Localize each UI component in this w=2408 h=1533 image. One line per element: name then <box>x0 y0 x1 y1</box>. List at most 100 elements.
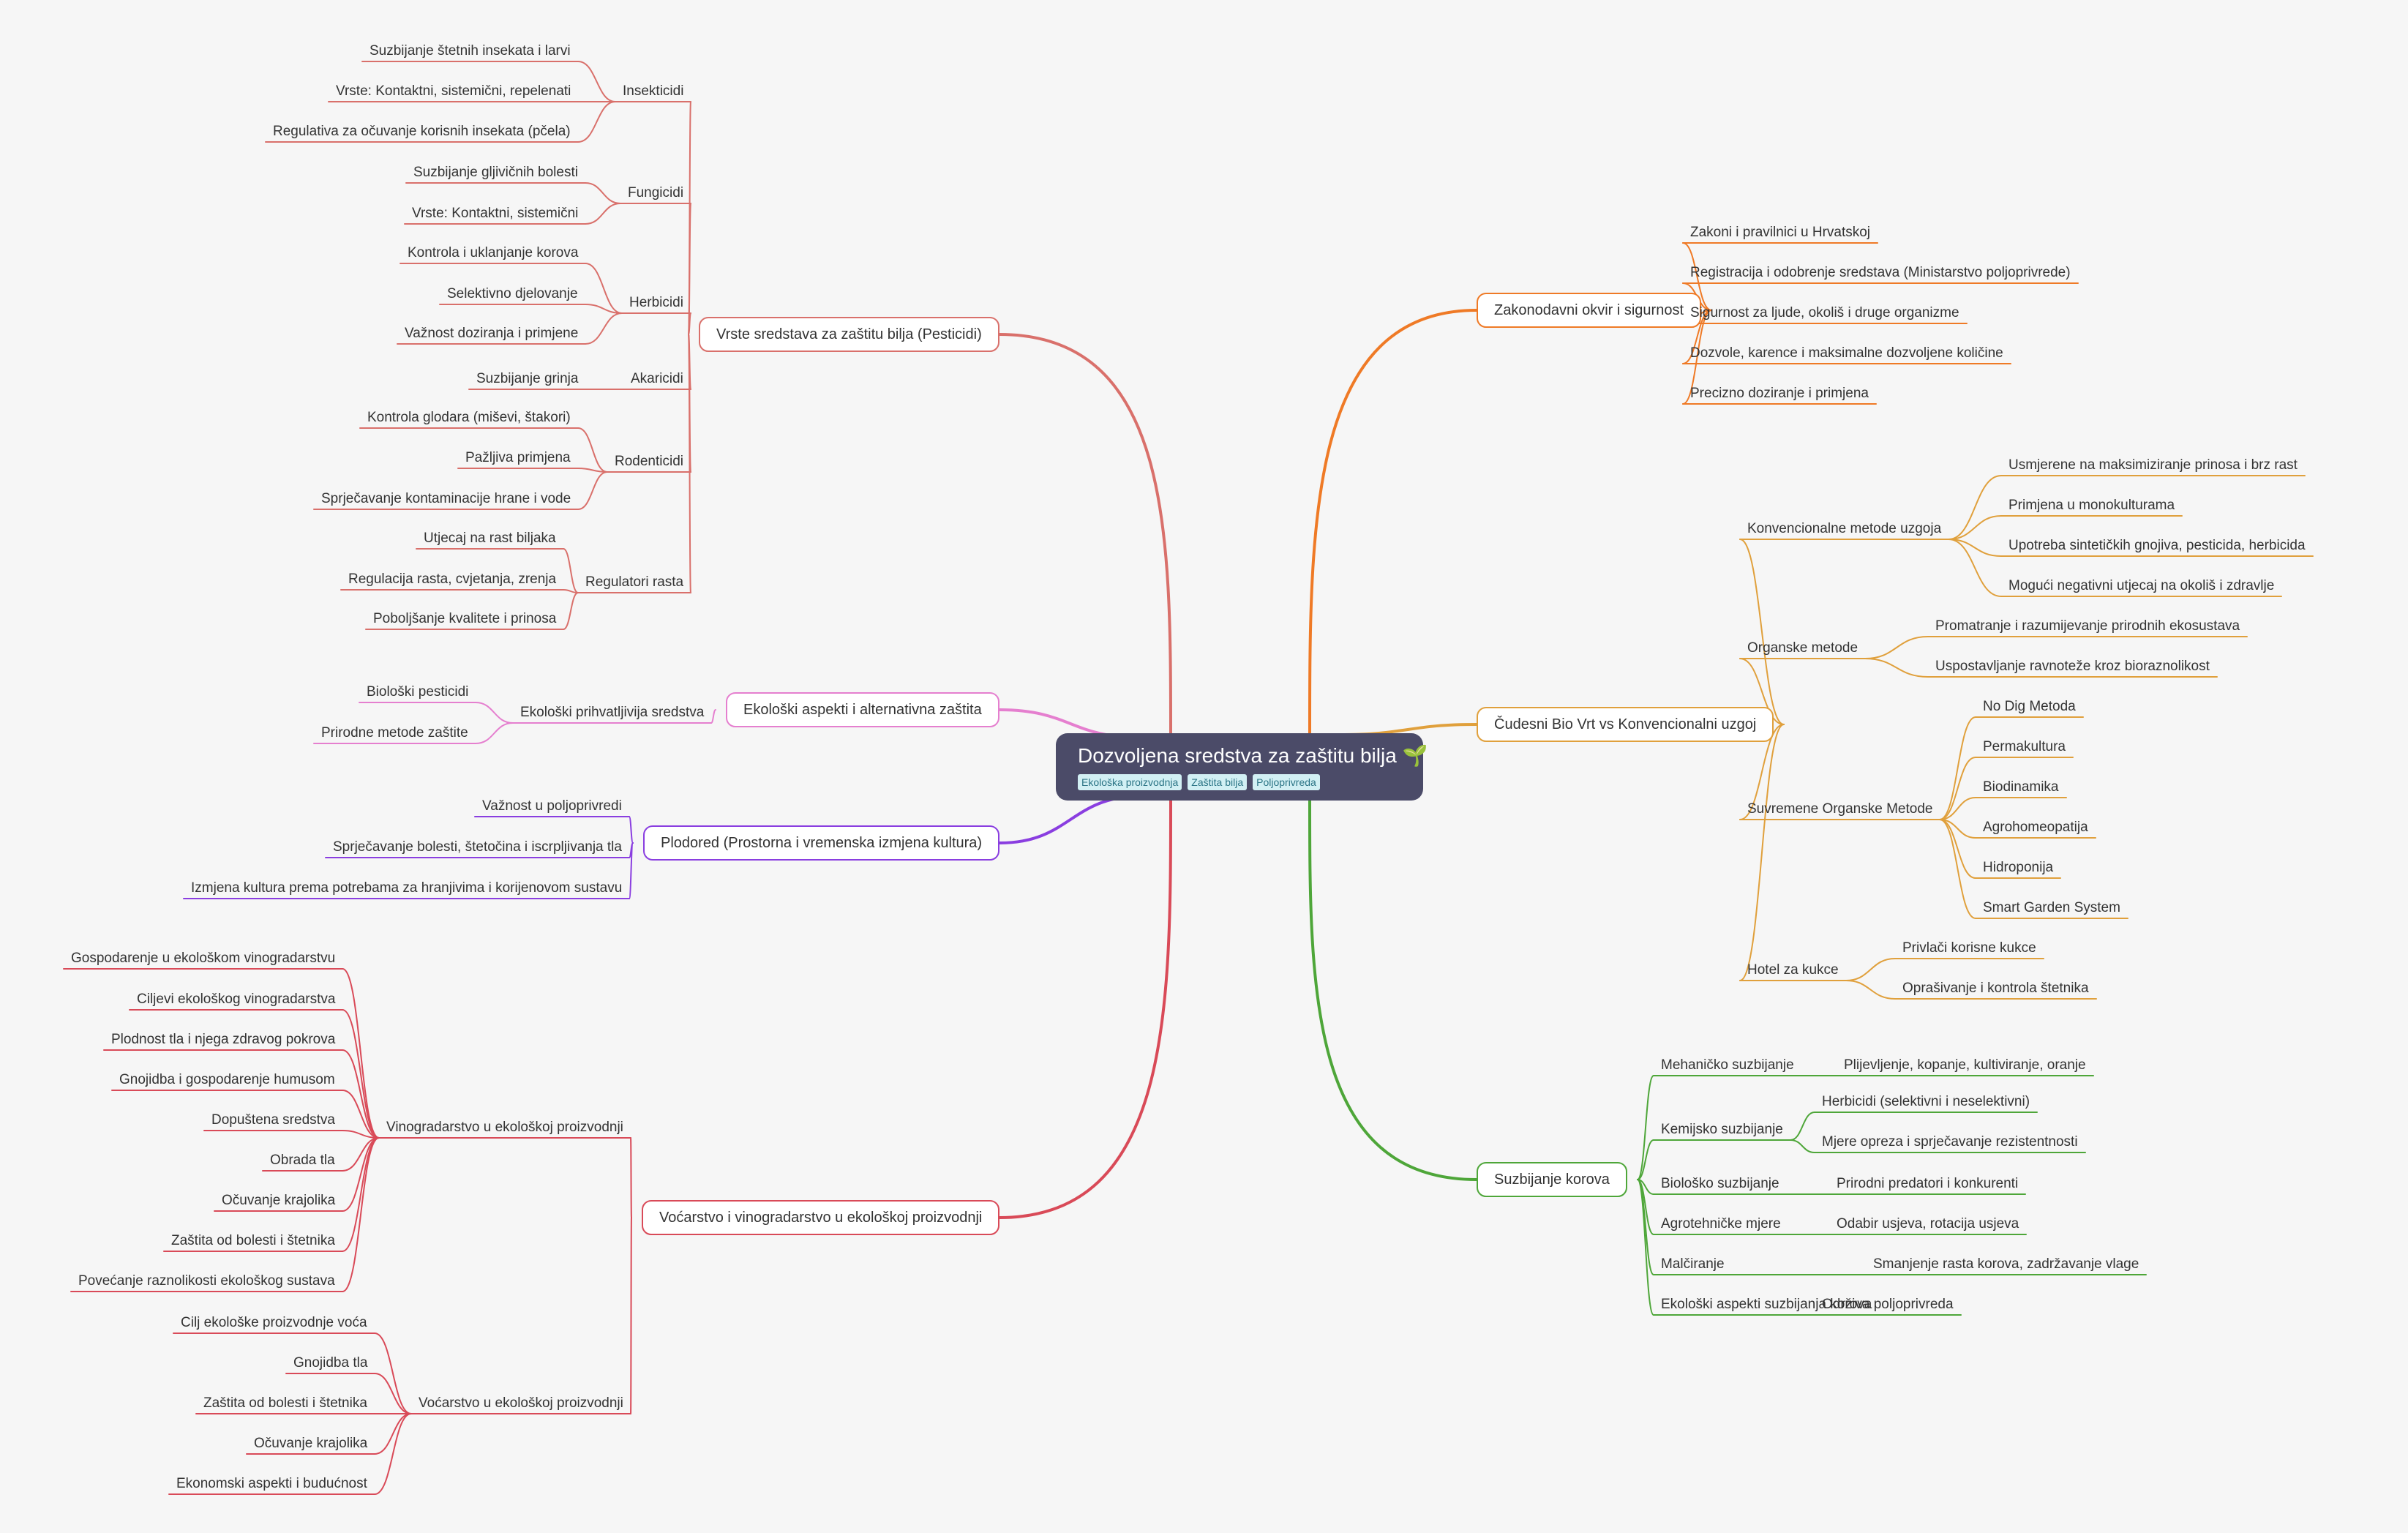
node-vocarstvo-1[interactable]: Voćarstvo u ekološkoj proizvodnji <box>419 1395 623 1411</box>
node-plodored-0[interactable]: Važnost u poljoprivredi <box>482 798 622 814</box>
leaf-bio-vrt-1-1[interactable]: Uspostavljanje ravnoteže kroz bioraznoli… <box>1935 659 2210 674</box>
edge-pesticidi-5 <box>688 334 691 593</box>
leaf-bio-vrt-0-2[interactable]: Upotreba sintetičkih gnojiva, pesticida,… <box>2008 538 2306 553</box>
node-bio-vrt-3[interactable]: Hotel za kukce <box>1747 962 1839 978</box>
edge-bio_vrt-0-2 <box>1948 539 2002 557</box>
branch-plodored[interactable]: Plodored (Prostorna i vremenska izmjena … <box>643 825 1000 861</box>
node-zakonodavni-3[interactable]: Dozvole, karence i maksimalne dozvoljene… <box>1690 345 2003 361</box>
leaf-pesticidi-0-2[interactable]: Regulativa za očuvanje korisnih insekata… <box>273 124 571 139</box>
node-zakonodavni-2[interactable]: Sigurnost za ljude, okoliš i druge organ… <box>1690 305 1959 321</box>
leaf-vocarstvo-0-6[interactable]: Očuvanje krajolika <box>222 1193 336 1208</box>
leaf-korov-1-1[interactable]: Mjere opreza i sprječavanje rezistentnos… <box>1822 1134 2078 1150</box>
node-korov-2[interactable]: Biološko suzbijanje <box>1661 1176 1779 1191</box>
node-korov-4[interactable]: Malčiranje <box>1661 1256 1725 1272</box>
leaf-vocarstvo-1-2[interactable]: Zaštita od bolesti i štetnika <box>203 1395 367 1411</box>
edge-pesticidi-0-0 <box>577 61 616 102</box>
node-pesticidi-3[interactable]: Akaricidi <box>631 371 683 386</box>
node-korov-0[interactable]: Mehaničko suzbijanje <box>1661 1057 1794 1073</box>
branch-zakonodavni[interactable]: Zakonodavni okvir i sigurnost <box>1477 293 1702 328</box>
leaf-korov-2-0[interactable]: Prirodni predatori i konkurenti <box>1837 1176 2019 1191</box>
leaf-vocarstvo-0-5[interactable]: Obrada tla <box>270 1152 335 1168</box>
leaf-bio-vrt-0-1[interactable]: Primjena u monokulturama <box>2008 498 2175 513</box>
node-zakonodavni-4[interactable]: Precizno doziranje i primjena <box>1690 386 1869 401</box>
leaf-vocarstvo-0-0[interactable]: Gospodarenje u ekološkom vinogradarstvu <box>71 951 336 966</box>
node-pesticidi-0[interactable]: Insekticidi <box>623 83 684 99</box>
edge-root-korov <box>1308 799 1478 1181</box>
edge-vocarstvo-1-0 <box>374 1333 412 1414</box>
leaf-bio-vrt-3-1[interactable]: Oprašivanje i kontrola štetnika <box>1902 981 2089 996</box>
leaf-bio-vrt-3-0[interactable]: Privlači korisne kukce <box>1902 940 2036 956</box>
leaf-pesticidi-2-0[interactable]: Kontrola i uklanjanje korova <box>408 245 579 261</box>
node-pesticidi-5[interactable]: Regulatori rasta <box>585 574 684 590</box>
branch-vocarstvo[interactable]: Voćarstvo i vinogradarstvo u ekološkoj p… <box>642 1200 1000 1235</box>
leaf-pesticidi-4-0[interactable]: Kontrola glodara (miševi, štakori) <box>367 410 571 425</box>
leaf-bio-vrt-2-2[interactable]: Biodinamika <box>1983 779 2059 795</box>
root-node[interactable]: Dozvoljena sredstva za zaštitu bilja 🌱 E… <box>1056 733 1428 801</box>
leaf-bio-vrt-0-3[interactable]: Mogući negativni utjecaj na okoliš i zdr… <box>2008 578 2275 593</box>
leaf-vocarstvo-0-3[interactable]: Gnojidba i gospodarenje humusom <box>119 1072 335 1087</box>
leaf-ekoloski-0-1[interactable]: Prirodne metode zaštite <box>321 725 468 741</box>
leaf-vocarstvo-1-0[interactable]: Cilj ekološke proizvodnje voća <box>181 1315 367 1330</box>
node-bio-vrt-1[interactable]: Organske metode <box>1747 640 1858 656</box>
tag-zastita-bilja[interactable]: Zaštita bilja <box>1188 774 1248 790</box>
leaf-bio-vrt-2-0[interactable]: No Dig Metoda <box>1983 699 2076 714</box>
leaf-vocarstvo-0-7[interactable]: Zaštita od bolesti i štetnika <box>171 1233 335 1248</box>
leaf-vocarstvo-0-1[interactable]: Ciljevi ekološkog vinogradarstva <box>137 992 336 1007</box>
node-korov-3[interactable]: Agrotehničke mjere <box>1661 1216 1781 1232</box>
branch-bio-vrt[interactable]: Čudesni Bio Vrt vs Konvencionalni uzgoj <box>1477 707 1774 742</box>
leaf-bio-vrt-0-0[interactable]: Usmjerene na maksimiziranje prinosa i br… <box>2008 457 2298 473</box>
tag-poljoprivreda[interactable]: Poljoprivreda <box>1253 774 1320 790</box>
edge-bio_vrt-3-1 <box>1845 980 1896 1000</box>
leaf-pesticidi-1-1[interactable]: Vrste: Kontaktni, sistemični <box>412 206 579 221</box>
tag-ekoloska-proizvodnja[interactable]: Ekološka proizvodnja <box>1078 774 1182 790</box>
leaf-bio-vrt-2-5[interactable]: Smart Garden System <box>1983 900 2120 915</box>
node-plodored-1[interactable]: Sprječavanje bolesti, štetočina i iscrpl… <box>333 839 622 855</box>
leaf-bio-vrt-2-3[interactable]: Agrohomeopatija <box>1983 820 2088 835</box>
leaf-vocarstvo-0-4[interactable]: Dopuštena sredstva <box>211 1112 335 1128</box>
branch-ekoloski[interactable]: Ekološki aspekti i alternativna zaštita <box>726 692 999 727</box>
node-vocarstvo-0[interactable]: Vinogradarstvo u ekološkoj proizvodnji <box>386 1120 623 1135</box>
leaf-vocarstvo-0-8[interactable]: Povećanje raznolikosti ekološkog sustava <box>78 1273 335 1289</box>
leaf-pesticidi-4-1[interactable]: Pažljiva primjena <box>465 450 571 465</box>
edge-vocarstvo-1-4 <box>374 1413 412 1495</box>
leaf-pesticidi-3-0[interactable]: Suzbijanje grinja <box>476 371 579 386</box>
leaf-pesticidi-1-0[interactable]: Suzbijanje gljivičnih bolesti <box>413 165 578 180</box>
node-bio-vrt-2[interactable]: Suvremene Organske Metode <box>1747 801 1933 817</box>
leaf-vocarstvo-1-1[interactable]: Gnojidba tla <box>293 1355 368 1371</box>
leaf-pesticidi-5-0[interactable]: Utjecaj na rast biljaka <box>424 531 556 546</box>
edge-vocarstvo-0-8 <box>342 1137 380 1292</box>
edge-root-plodored <box>998 795 1143 844</box>
leaf-korov-0-0[interactable]: Plijevljenje, kopanje, kultiviranje, ora… <box>1844 1057 2086 1073</box>
leaf-bio-vrt-2-4[interactable]: Hidroponija <box>1983 860 2054 875</box>
node-korov-5[interactable]: Ekološki aspekti suzbijanja korova <box>1661 1297 1872 1312</box>
node-pesticidi-2[interactable]: Herbicidi <box>629 295 683 310</box>
leaf-pesticidi-5-2[interactable]: Poboljšanje kvalitete i prinosa <box>373 611 557 626</box>
leaf-pesticidi-5-1[interactable]: Regulacija rasta, cvjetanja, zrenja <box>348 571 557 587</box>
leaf-vocarstvo-1-3[interactable]: Očuvanje krajolika <box>254 1436 368 1451</box>
leaf-vocarstvo-0-2[interactable]: Plodnost tla i njega zdravog pokrova <box>111 1032 336 1047</box>
node-plodored-2[interactable]: Izmjena kultura prema potrebama za hranj… <box>191 880 623 896</box>
edge-pesticidi-4-1 <box>577 468 608 473</box>
node-ekoloski-0[interactable]: Ekološki prihvatljivija sredstva <box>520 705 705 720</box>
node-pesticidi-4[interactable]: Rodenticidi <box>615 454 683 469</box>
leaf-bio-vrt-1-0[interactable]: Promatranje i razumijevanje prirodnih ek… <box>1935 618 2240 634</box>
node-zakonodavni-1[interactable]: Registracija i odobrenje sredstava (Mini… <box>1690 265 2071 280</box>
leaf-vocarstvo-1-4[interactable]: Ekonomski aspekti i budućnost <box>176 1476 367 1491</box>
branch-pesticidi[interactable]: Vrste sredstava za zaštitu bilja (Pestic… <box>699 317 999 352</box>
leaf-korov-3-0[interactable]: Odabir usjeva, rotacija usjeva <box>1837 1216 2019 1232</box>
leaf-pesticidi-4-2[interactable]: Sprječavanje kontaminacije hrane i vode <box>321 491 571 506</box>
leaf-pesticidi-2-2[interactable]: Važnost doziranja i primjene <box>405 326 579 341</box>
leaf-pesticidi-2-1[interactable]: Selektivno djelovanje <box>447 286 578 301</box>
node-pesticidi-1[interactable]: Fungicidi <box>628 185 684 200</box>
leaf-pesticidi-0-0[interactable]: Suzbijanje štetnih insekata i larvi <box>370 43 571 59</box>
node-zakonodavni-0[interactable]: Zakoni i pravilnici u Hrvatskoj <box>1690 225 1871 240</box>
leaf-korov-1-0[interactable]: Herbicidi (selektivni i neselektivni) <box>1822 1094 2030 1109</box>
branch-korov[interactable]: Suzbijanje korova <box>1477 1162 1627 1197</box>
leaf-pesticidi-0-1[interactable]: Vrste: Kontaktni, sistemični, repelenati <box>336 83 571 99</box>
leaf-korov-4-0[interactable]: Smanjenje rasta korova, zadržavanje vlag… <box>1873 1256 2139 1272</box>
leaf-bio-vrt-2-1[interactable]: Permakultura <box>1983 739 2066 754</box>
leaf-ekoloski-0-0[interactable]: Biološki pesticidi <box>367 684 469 700</box>
node-korov-1[interactable]: Kemijsko suzbijanje <box>1661 1122 1783 1137</box>
node-bio-vrt-0[interactable]: Konvencionalne metode uzgoja <box>1747 521 1942 536</box>
leaf-korov-5-0[interactable]: Održiva poljoprivreda <box>1822 1297 1954 1312</box>
